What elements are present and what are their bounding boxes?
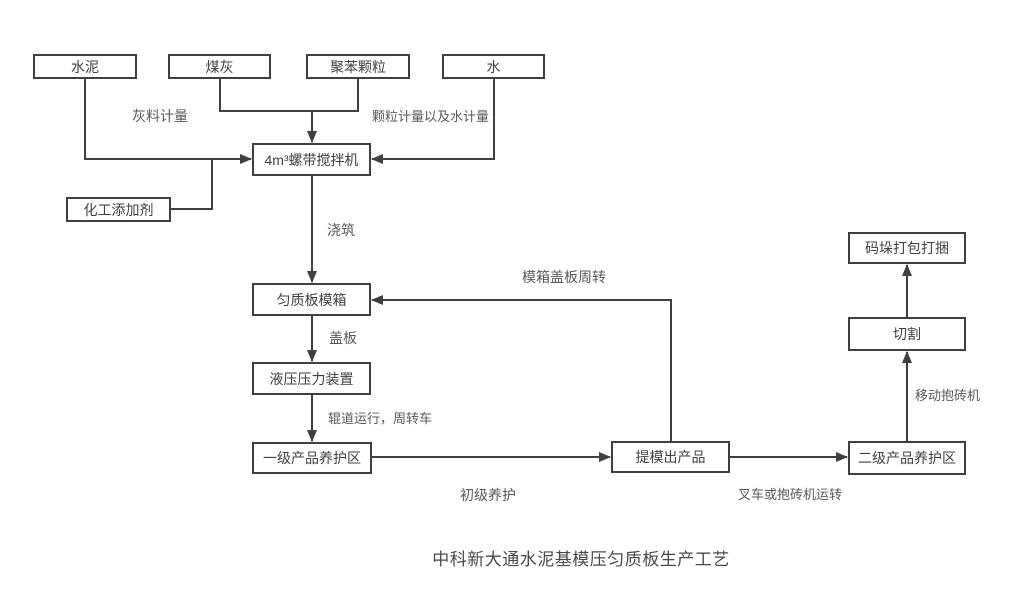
node-polystyrene: 聚苯颗粒	[306, 54, 410, 79]
node-curing-area-2: 二级产品养护区	[848, 441, 966, 475]
node-mold-box-label: 匀质板模箱	[276, 291, 347, 308]
edge-label-cover-plate: 盖板	[329, 330, 357, 346]
node-cement: 水泥	[33, 54, 137, 79]
node-hydraulic-press: 液压压力装置	[252, 362, 371, 395]
edge-label-ash-metering: 灰料计量	[132, 108, 188, 124]
edge-label-pouring: 浇筑	[327, 222, 355, 238]
connector-additive-join	[171, 159, 213, 210]
node-coal-ash: 煤灰	[168, 54, 271, 79]
edge-label-particle-water-metering: 颗粒计量以及水计量	[372, 109, 490, 124]
edge-label-mobile-grabber: 移动抱砖机	[915, 388, 981, 403]
edge-label-forklift-transfer: 叉车或抱砖机运转	[738, 487, 843, 502]
node-cutting: 切割	[848, 317, 966, 351]
node-cutting-label: 切割	[893, 326, 921, 342]
edge-label-primary-curing: 初级养护	[460, 487, 516, 503]
node-mixer-label: 4m³螺带搅拌机	[264, 151, 359, 168]
edge-label-roller-transfer: 辊道运行，周转车	[328, 411, 433, 426]
node-demold-product-label: 提模出产品	[635, 449, 706, 465]
node-additive-label: 化工添加剂	[83, 201, 154, 218]
node-water-label: 水	[486, 58, 501, 75]
node-cement-label: 水泥	[71, 58, 99, 75]
node-packing: 码垛打包打捆	[848, 232, 966, 264]
node-mold-box: 匀质板模箱	[252, 283, 371, 316]
node-curing-area-2-label: 二级产品养护区	[858, 450, 956, 466]
connector-cement-to-mixer	[84, 78, 252, 164]
node-coal-ash-label: 煤灰	[205, 58, 234, 75]
connector-demold-feedback-to-moldbox	[371, 295, 672, 441]
node-hydraulic-press-label: 液压压力装置	[269, 370, 354, 387]
diagram-title: 中科新大通水泥基模压匀质板生产工艺	[432, 550, 730, 569]
node-water: 水	[442, 54, 545, 79]
node-demold-product: 提模出产品	[611, 441, 730, 473]
node-curing-area-1: 一级产品养护区	[252, 442, 372, 474]
node-mixer: 4m³螺带搅拌机	[252, 143, 371, 176]
connector-water-to-mixer	[371, 78, 495, 164]
node-packing-label: 码垛打包打捆	[865, 240, 949, 256]
node-polystyrene-label: 聚苯颗粒	[330, 58, 386, 75]
edge-label-mold-cover-turnover: 模箱盖板周转	[522, 269, 606, 285]
node-curing-area-1-label: 一级产品养护区	[263, 450, 361, 466]
node-additive: 化工添加剂	[66, 197, 171, 222]
